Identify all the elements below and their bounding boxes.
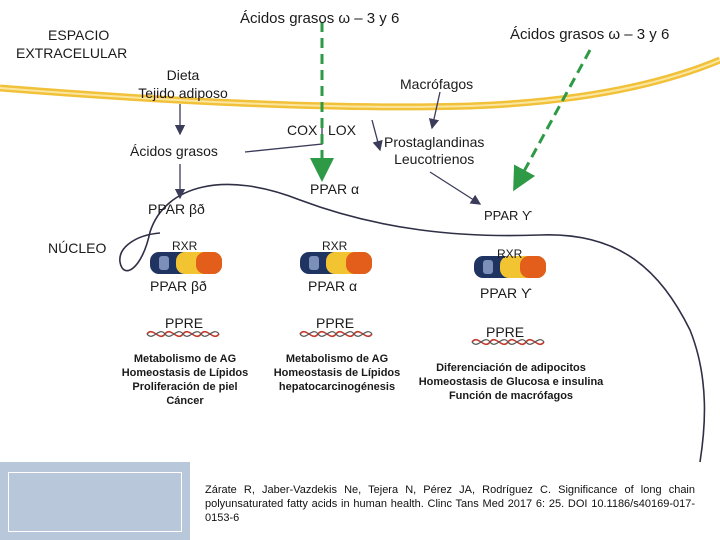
effect-mid-3: hepatocarcinogénesis [278,381,396,393]
ppar-alpha-label: PPAR α [308,278,358,294]
ppre-label-right: PPRE [486,324,525,340]
footer-block-frame [8,472,182,532]
effect-left-4: Cáncer [166,395,204,407]
lox-label: LOX [328,122,357,138]
receptor-complex-alpha [300,252,372,274]
footer-block [0,462,190,540]
rxr-label-mid: RXR [322,239,348,253]
effect-right-2: Homeostasis de Glucosa e insulina [418,376,604,388]
footer: Zárate R, Jaber-Vazdekis Ne, Tejera N, P… [0,462,720,540]
ppar-alpha-label-top: PPAR α [310,181,360,197]
ppar-gamma-label-top: PPAR ϒ [484,208,533,223]
omega-title-right: Ácidos grasos ω – 3 y 6 [510,26,670,43]
dna-strand-left [146,330,220,338]
ppar-bd-label-top: PPAR βð [148,201,205,217]
extracellular-line1: ESPACIO [48,27,110,43]
dieta-line1: Dieta [166,67,200,83]
rxr-label-left: RXR [172,239,198,253]
effect-left-3: Proliferación de piel [132,381,238,393]
green-arrow-right [513,49,592,192]
acidos-grasos-label: Ácidos grasos [130,143,218,159]
ppre-label-mid: PPRE [316,315,355,331]
effect-left-1: Metabolismo de AG [133,353,237,365]
prostaglandinas-line2: Leucotrienos [394,151,475,167]
extracellular-line2: EXTRACELULAR [16,45,128,61]
dieta-line2: Tejido adiposo [138,85,228,101]
arrow-cox-to-prostaglandinas [371,119,383,152]
arrow-prostaglandinas-to-ppar-gamma [429,171,482,205]
citation: Zárate R, Jaber-Vazdekis Ne, Tejera N, P… [205,484,695,524]
extracellular-label: ESPACIO EXTRACELULAR [16,26,127,62]
effects-mid: Metabolismo de AG Homeostasis de Lípidos… [262,352,412,394]
macrofagos-label: Macrófagos [400,76,474,92]
prostaglandinas-label: Prostaglandinas Leucotrienos [384,134,484,168]
arrow-macrofagos-to-prostaglandinas [428,91,441,130]
nucleo-label: NÚCLEO [48,240,107,256]
effect-left-2: Homeostasis de Lípidos [121,367,249,379]
effects-left: Metabolismo de AG Homeostasis de Lípidos… [110,352,260,408]
nucleus-membrane [119,183,706,463]
effect-mid-1: Metabolismo de AG [285,353,389,365]
prostaglandinas-line1: Prostaglandinas [384,134,485,150]
effect-mid-2: Homeostasis de Lípidos [273,367,401,379]
effect-right-1: Diferenciación de adipocitos [436,362,586,374]
cox-label: COX [287,122,318,138]
rxr-label-right: RXR [497,247,523,261]
omega-title-top: Ácidos grasos ω – 3 y 6 [240,10,400,27]
cell-membrane [0,56,720,111]
ppre-label-left: PPRE [165,315,204,331]
receptor-complex-bd [150,252,222,274]
ppar-bd-label: PPAR βð [150,278,207,294]
dna-strand-right [471,338,545,346]
dieta-label: Dieta Tejido adiposo [128,66,238,102]
effects-right: Diferenciación de adipocitos Homeostasis… [406,361,616,403]
dna-strand-mid [299,330,373,338]
receptor-complex-gamma [474,256,546,278]
effect-right-3: Función de macrófagos [448,390,574,402]
ppar-gamma-label: PPAR ϒ [480,285,532,301]
